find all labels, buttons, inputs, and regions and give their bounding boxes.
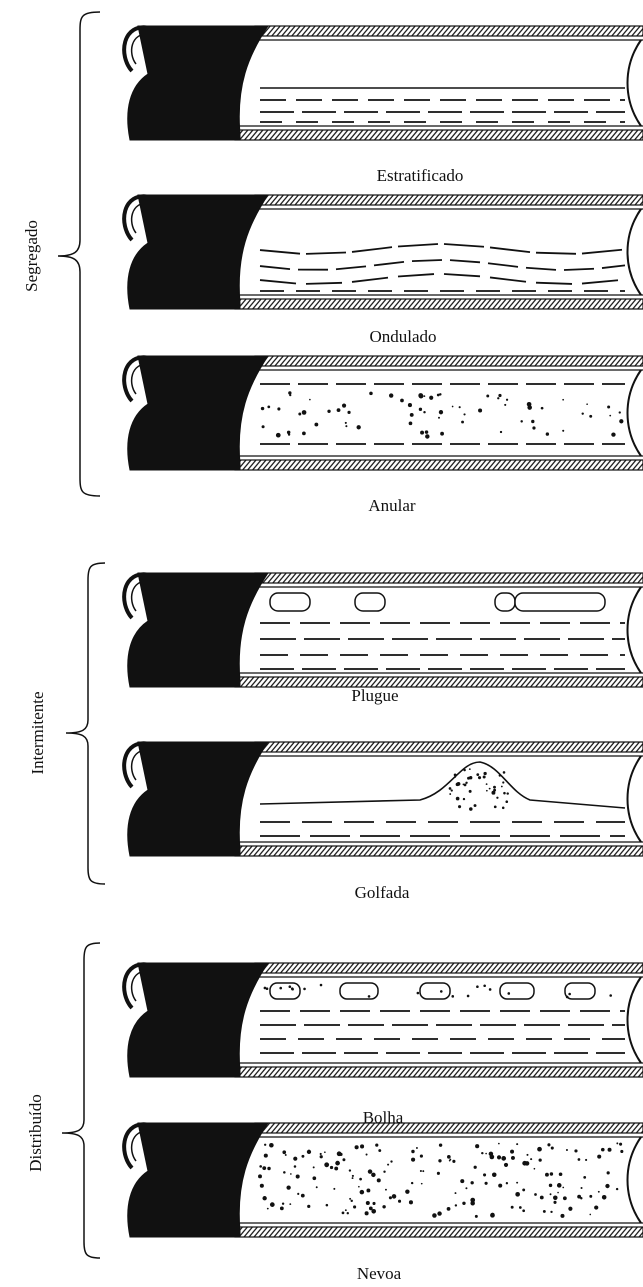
caption-golfada: Golfada — [355, 883, 410, 903]
brace-distribuido — [62, 943, 100, 1258]
pipe-nevoa — [124, 1123, 643, 1237]
caption-bolha: Bolha — [363, 1108, 404, 1128]
pipe-plugue — [124, 573, 643, 687]
pipe-bolha — [124, 963, 643, 1077]
brace-intermitente — [66, 563, 105, 884]
pipe-golfada — [124, 742, 643, 856]
brace-segregado — [58, 12, 100, 496]
group-label-distribuido: Distribuído — [26, 1094, 46, 1171]
pipe-ondulado — [124, 195, 643, 309]
group-label-intermitente: Intermitente — [28, 691, 48, 774]
caption-estratificado: Estratificado — [377, 166, 464, 186]
caption-ondulado: Ondulado — [369, 327, 436, 347]
caption-plugue: Plugue — [351, 686, 398, 706]
caption-anular: Anular — [368, 496, 415, 516]
pipe-anular — [124, 356, 643, 470]
caption-nevoa: Nevoa — [357, 1264, 401, 1284]
group-label-segregado: Segregado — [22, 220, 42, 292]
pipe-estratificado — [124, 26, 643, 140]
